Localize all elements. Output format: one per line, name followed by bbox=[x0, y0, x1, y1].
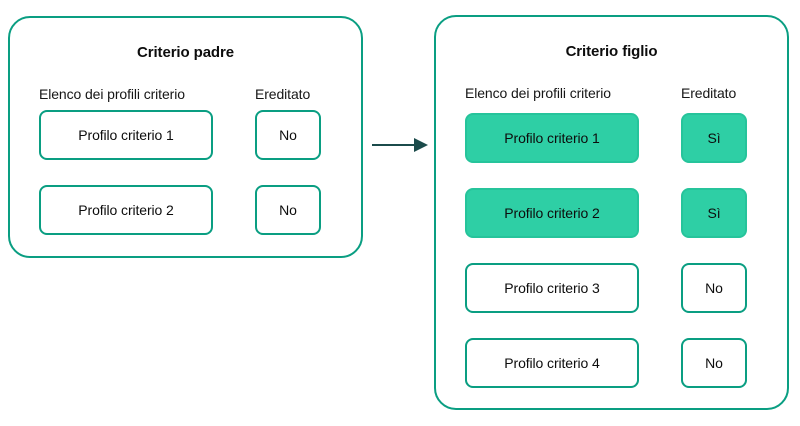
parent-inherited-chip[interactable]: No bbox=[255, 110, 321, 160]
parent-column-header-profiles: Elenco dei profili criterio bbox=[39, 86, 185, 102]
child-row: Profilo criterio 2 Sì bbox=[436, 188, 791, 238]
child-row: Profilo criterio 4 No bbox=[436, 338, 791, 388]
child-column-headers: Elenco dei profili criterio Ereditato bbox=[436, 85, 787, 105]
child-column-header-inherited: Ereditato bbox=[681, 85, 737, 101]
child-profile-chip[interactable]: Profilo criterio 2 bbox=[465, 188, 639, 238]
child-inherited-chip[interactable]: No bbox=[681, 263, 747, 313]
child-panel-title: Criterio figlio bbox=[565, 43, 658, 60]
parent-criterion-panel: Criterio padre Elenco dei profili criter… bbox=[8, 16, 363, 258]
child-column-header-profiles: Elenco dei profili criterio bbox=[465, 85, 611, 101]
child-inherited-chip[interactable]: Sì bbox=[681, 113, 747, 163]
parent-panel-title: Criterio padre bbox=[137, 44, 234, 61]
inheritance-arrow-icon bbox=[372, 138, 428, 152]
parent-inherited-chip[interactable]: No bbox=[255, 185, 321, 235]
child-row: Profilo criterio 1 Sì bbox=[436, 113, 791, 163]
child-inherited-chip[interactable]: No bbox=[681, 338, 747, 388]
parent-row: Profilo criterio 2 No bbox=[10, 185, 365, 235]
child-criterion-panel: Criterio figlio Elenco dei profili crite… bbox=[434, 15, 789, 410]
child-profile-chip[interactable]: Profilo criterio 3 bbox=[465, 263, 639, 313]
parent-row: Profilo criterio 1 No bbox=[10, 110, 365, 160]
child-profile-chip[interactable]: Profilo criterio 4 bbox=[465, 338, 639, 388]
parent-profile-chip[interactable]: Profilo criterio 1 bbox=[39, 110, 213, 160]
parent-column-headers: Elenco dei profili criterio Ereditato bbox=[10, 86, 361, 106]
child-row: Profilo criterio 3 No bbox=[436, 263, 791, 313]
child-profile-chip[interactable]: Profilo criterio 1 bbox=[465, 113, 639, 163]
parent-column-header-inherited: Ereditato bbox=[255, 86, 311, 102]
child-inherited-chip[interactable]: Sì bbox=[681, 188, 747, 238]
parent-profile-chip[interactable]: Profilo criterio 2 bbox=[39, 185, 213, 235]
